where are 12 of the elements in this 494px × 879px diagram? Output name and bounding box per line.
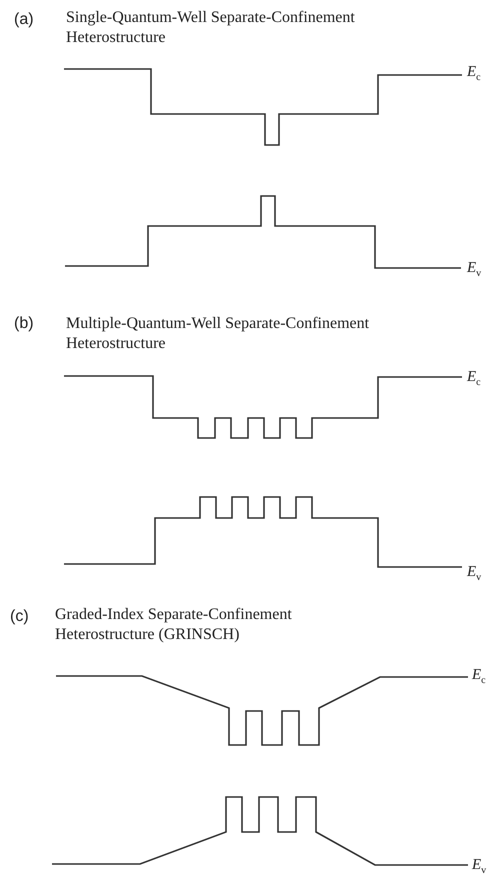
band-label: E$_{c}$	[467, 63, 481, 85]
panel-label: (c)	[10, 607, 29, 627]
panel-title: Graded-Index Separate-Confinement Heterostructure (GRINSCH)	[55, 605, 293, 645]
band-label: E$_{v}$	[472, 856, 486, 878]
band-label: E$_{c}$	[467, 368, 481, 390]
panel-title: Single-Quantum-Well Separate-Confinement Heterostructure	[66, 8, 356, 48]
band-label: E$_{c}$	[472, 666, 486, 688]
panel-label: (b)	[14, 314, 34, 334]
panel-label: (a)	[14, 10, 34, 30]
band-label: E$_{v}$	[467, 563, 482, 585]
band-label: E$_{v}$	[467, 259, 482, 281]
panel-title: Multiple-Quantum-Well Separate-Confinement Heterostructure	[66, 314, 370, 354]
